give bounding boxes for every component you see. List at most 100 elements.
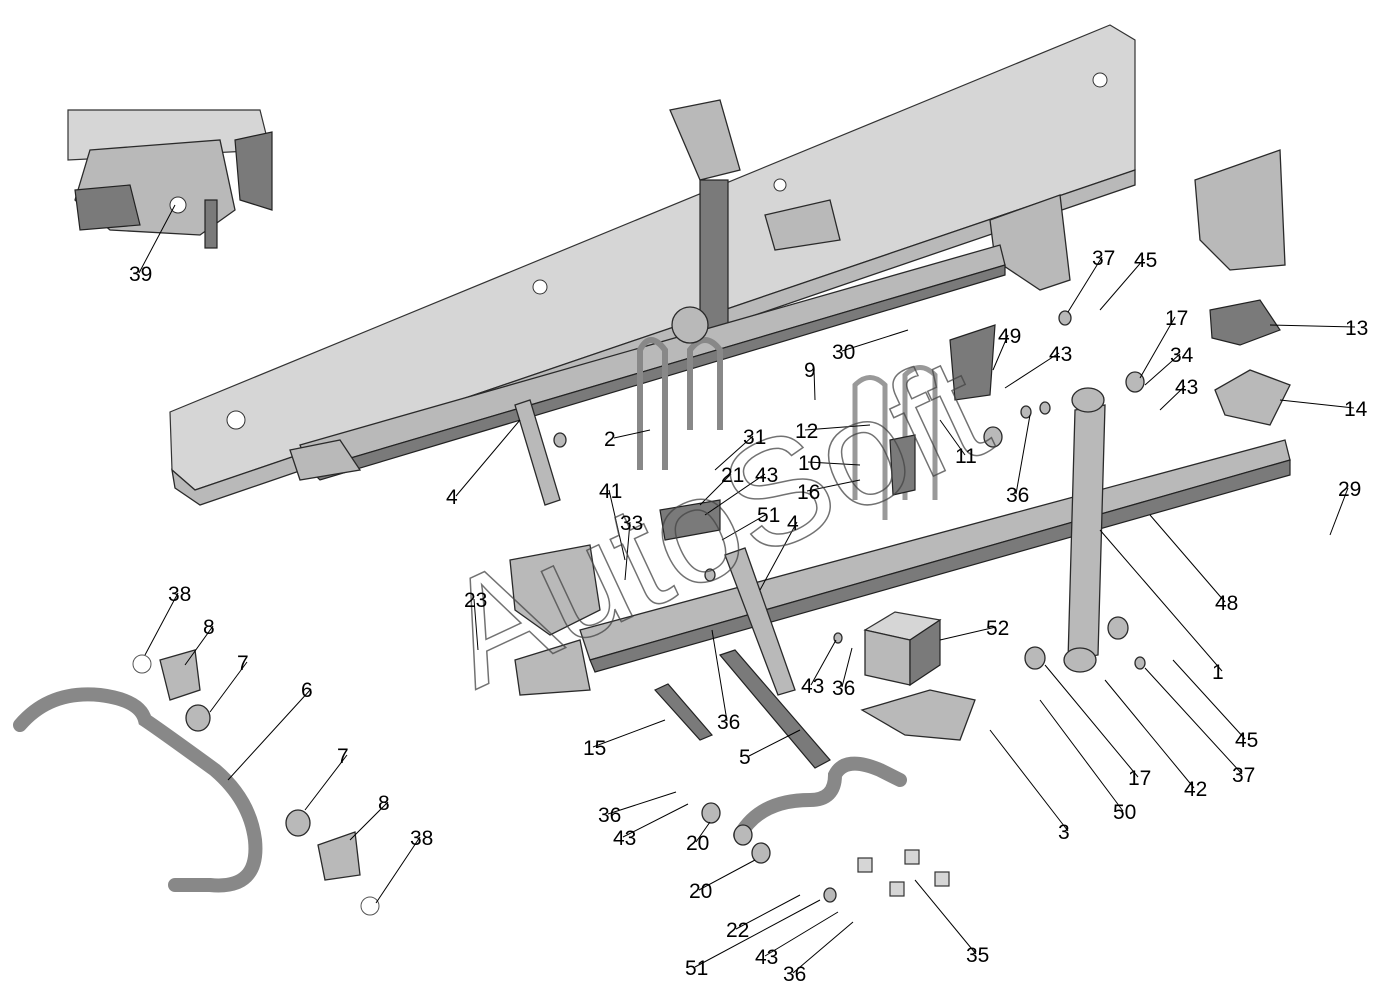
leader-line bbox=[792, 921, 854, 974]
callout: 30 bbox=[832, 341, 855, 364]
stabilizer-bracket-upper bbox=[159, 649, 201, 701]
callout: 21 bbox=[721, 464, 744, 487]
leader-line bbox=[759, 521, 798, 591]
leader-line bbox=[1139, 316, 1176, 379]
leader-line bbox=[473, 598, 479, 651]
callout: 16 bbox=[797, 481, 820, 504]
bushing bbox=[1134, 656, 1146, 670]
bracket-top-right bbox=[1194, 149, 1286, 271]
spacer bbox=[934, 871, 950, 887]
stabilizer-bracket-lower bbox=[317, 831, 361, 881]
leader-line bbox=[807, 461, 861, 466]
leader-line bbox=[992, 334, 1009, 371]
leader-line bbox=[227, 688, 312, 781]
link-lower bbox=[724, 547, 796, 696]
leader-line bbox=[841, 329, 909, 352]
leader-line bbox=[735, 894, 801, 930]
retaining-ring bbox=[132, 654, 152, 674]
callout: 43 bbox=[755, 464, 778, 487]
leader-line bbox=[748, 729, 801, 757]
bushing bbox=[1024, 646, 1046, 670]
leader-line bbox=[1149, 514, 1226, 603]
leader-line bbox=[622, 803, 689, 838]
callout: 29 bbox=[1338, 478, 1361, 501]
callout: 51 bbox=[685, 957, 708, 980]
callout: 17 bbox=[1165, 307, 1188, 330]
leader-line bbox=[939, 626, 997, 641]
callout: 45 bbox=[1134, 249, 1157, 272]
leader-line bbox=[1015, 414, 1031, 495]
leader-line bbox=[1099, 258, 1145, 311]
callout: 48 bbox=[1215, 592, 1238, 615]
callout: 14 bbox=[1344, 398, 1368, 421]
inset-detail bbox=[67, 109, 273, 249]
callout: 9 bbox=[804, 359, 816, 382]
callout: 15 bbox=[583, 737, 606, 760]
callout: 10 bbox=[798, 452, 821, 475]
leader-line bbox=[138, 204, 176, 274]
leader-line bbox=[1039, 699, 1124, 812]
leader-line bbox=[209, 661, 248, 713]
leader-line bbox=[592, 719, 666, 748]
callout: 43 bbox=[801, 675, 824, 698]
bushing bbox=[983, 426, 1003, 448]
callout: 17 bbox=[1128, 767, 1151, 790]
callout: 43 bbox=[755, 946, 778, 969]
callout: 49 bbox=[998, 325, 1021, 348]
callout: 4 bbox=[787, 512, 799, 535]
callout: 37 bbox=[1232, 764, 1255, 787]
leader-line bbox=[375, 836, 421, 904]
callout: 50 bbox=[1113, 801, 1136, 824]
leader-line bbox=[813, 368, 816, 401]
u-bolts bbox=[637, 306, 938, 541]
bushing bbox=[751, 842, 771, 864]
callout: 1 bbox=[1212, 661, 1224, 684]
leader-line bbox=[455, 419, 521, 497]
callout: 20 bbox=[689, 880, 712, 903]
leader-line bbox=[1004, 352, 1060, 389]
leader-line bbox=[698, 859, 756, 891]
callout: 6 bbox=[301, 679, 313, 702]
bushing bbox=[1107, 616, 1129, 640]
callout: 7 bbox=[237, 652, 249, 675]
leader-line bbox=[607, 791, 677, 815]
leader-line bbox=[304, 754, 348, 811]
leader-line bbox=[1104, 679, 1195, 789]
leader-line bbox=[699, 473, 732, 506]
callout: 43 bbox=[1175, 376, 1198, 399]
callout: 33 bbox=[620, 512, 643, 535]
leader-line bbox=[704, 473, 766, 516]
callout: 31 bbox=[743, 426, 766, 449]
leader-line bbox=[810, 639, 837, 686]
callout: 20 bbox=[686, 832, 709, 855]
leader-line bbox=[694, 899, 821, 968]
leader-line bbox=[1044, 664, 1139, 778]
leader-line bbox=[1269, 324, 1356, 328]
callout: 43 bbox=[1049, 343, 1072, 366]
pad-seat bbox=[1214, 369, 1291, 426]
leader-line bbox=[184, 625, 214, 666]
callout: 22 bbox=[726, 919, 749, 942]
bushing bbox=[1039, 401, 1051, 415]
plate bbox=[860, 689, 976, 741]
bushing bbox=[1125, 371, 1145, 393]
bushing bbox=[285, 809, 311, 837]
leader-line bbox=[624, 521, 631, 581]
bushing bbox=[704, 568, 716, 582]
callout: 23 bbox=[464, 589, 487, 612]
pin bbox=[654, 683, 713, 741]
leader-line bbox=[144, 592, 179, 656]
leader-line bbox=[349, 801, 389, 841]
callout: 52 bbox=[986, 617, 1009, 640]
retaining-ring bbox=[360, 896, 380, 916]
bushing bbox=[1058, 310, 1072, 326]
callout: 3 bbox=[1058, 821, 1070, 844]
callout: 35 bbox=[966, 944, 989, 967]
callout: 41 bbox=[599, 480, 622, 503]
callout: 7 bbox=[337, 745, 349, 768]
callout: 8 bbox=[378, 792, 390, 815]
leader-line bbox=[1172, 659, 1246, 740]
